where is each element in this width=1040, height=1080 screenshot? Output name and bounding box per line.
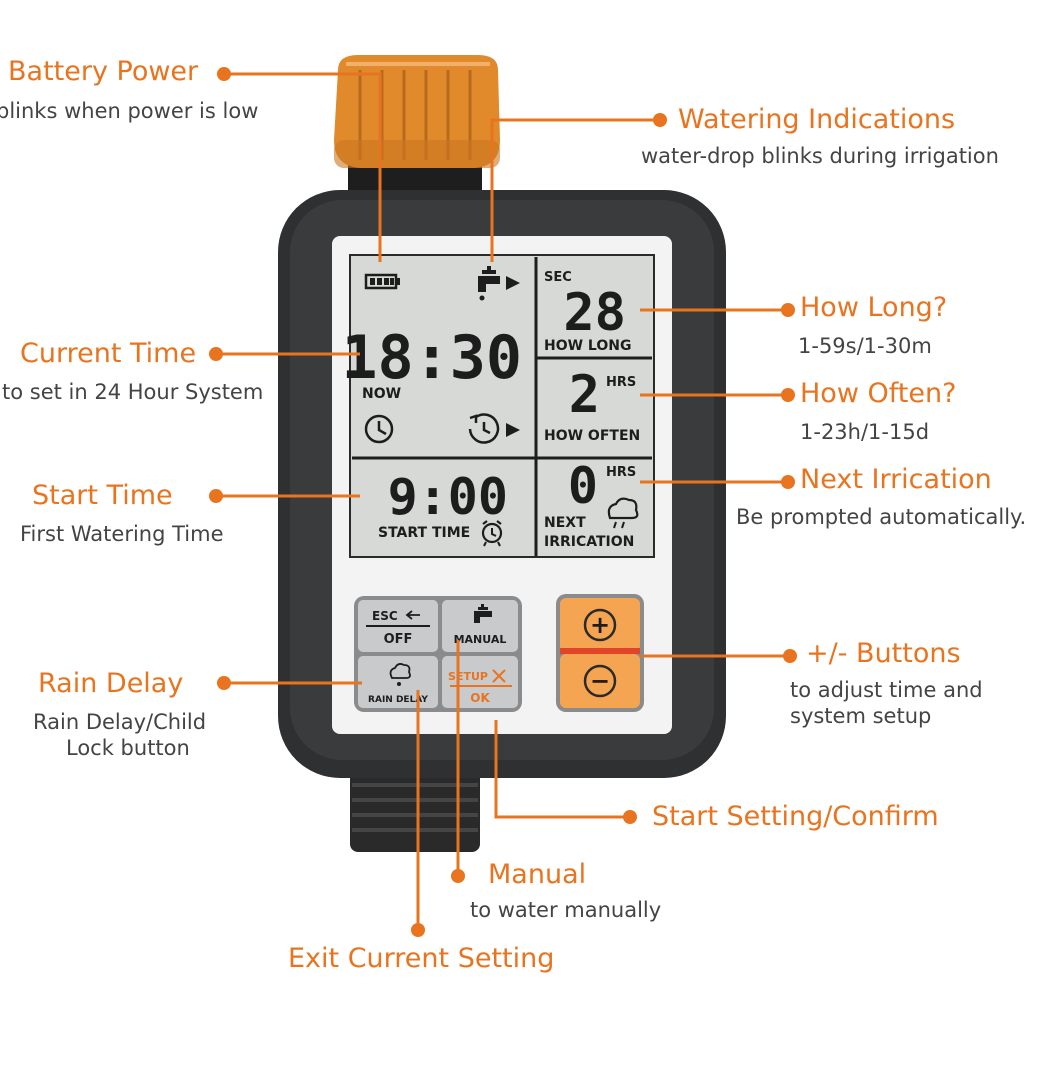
- next-irrigation-callout-desc: Be prompted automatically.: [736, 505, 1027, 529]
- start-setting-callout-title: Start Setting/Confirm: [652, 801, 939, 832]
- manual-callout-title: Manual: [488, 859, 587, 890]
- next-irrigation-value: 0: [568, 457, 598, 515]
- faucet-icon: [478, 266, 520, 301]
- esc-label: ESC: [372, 609, 398, 623]
- off-label: OFF: [384, 632, 413, 647]
- current-time-callout-desc: to set in 24 Hour System: [2, 380, 264, 404]
- how-long-callout-desc: 1-59s/1-30m: [798, 334, 932, 358]
- frequency-value: 2: [569, 365, 600, 425]
- next-irrigation-callout-title: Next Irrication: [800, 464, 992, 495]
- manual-callout-desc: to water manually: [470, 898, 662, 922]
- current-time-value: 18:30: [341, 323, 522, 393]
- start-time-callout-title: Start Time: [32, 480, 173, 511]
- watering-callout-title: Watering Indications: [678, 104, 956, 135]
- top-connector: [334, 55, 500, 200]
- alarm-clock-icon: [481, 520, 503, 547]
- plus-minus-callout-desc-1: to adjust time and: [790, 678, 983, 702]
- frequency-label: HOW OFTEN: [544, 428, 640, 444]
- plus-minus-callout-desc-2: system setup: [790, 704, 932, 728]
- exit-callout-title: Exit Current Setting: [288, 943, 555, 974]
- setup-ok-button[interactable]: SETUP OK: [442, 656, 518, 708]
- setup-label: SETUP: [448, 670, 488, 683]
- plus-minus-callout-title: +/- Buttons: [806, 638, 961, 669]
- plus-button[interactable]: +: [560, 598, 640, 652]
- frequency-unit: HRS: [606, 375, 636, 390]
- bottom-connector: [350, 770, 480, 852]
- plus-symbol: +: [590, 611, 610, 639]
- cycle-clock-icon: [468, 413, 520, 444]
- rain-delay-callout-title: Rain Delay: [38, 668, 184, 699]
- duration-unit: SEC: [544, 270, 572, 285]
- battery-icon: [364, 273, 400, 290]
- duration-label: HOW LONG: [544, 338, 631, 354]
- rain-cloud-icon: [607, 497, 639, 529]
- manual-faucet-icon: [474, 604, 492, 623]
- rain-delay-label: RAIN DELAY: [368, 695, 428, 705]
- callout-dots: [209, 67, 797, 937]
- watering-callout-desc: water-drop blinks during irrigation: [641, 144, 999, 168]
- how-often-callout-title: How Often?: [800, 378, 957, 409]
- esc-off-button[interactable]: ESC OFF: [358, 600, 438, 652]
- manual-label: MANUAL: [454, 633, 507, 646]
- wrench-icon: [492, 669, 506, 683]
- callout-lines: [216, 72, 790, 930]
- start-time-label: START TIME: [378, 525, 470, 541]
- how-long-callout-title: How Long?: [800, 292, 948, 323]
- ok-label: OK: [470, 691, 490, 705]
- start-time-callout-desc: First Watering Time: [20, 522, 224, 546]
- next-irrigation-unit: HRS: [606, 465, 636, 480]
- manual-button[interactable]: MANUAL: [442, 600, 518, 652]
- current-time-label: NOW: [362, 386, 401, 402]
- next-irrigation-label-1: NEXT: [544, 515, 586, 531]
- clock-icon: [364, 414, 394, 444]
- rain-delay-callout-desc-2: Lock button: [66, 736, 190, 760]
- battery-callout-title: Battery Power: [8, 56, 199, 87]
- minus-symbol: −: [590, 667, 610, 695]
- rain-delay-callout-desc-1: Rain Delay/Child: [33, 710, 207, 734]
- plus-circle-icon: [583, 608, 617, 642]
- back-arrow-icon: [405, 610, 420, 620]
- button-divider: [560, 648, 640, 654]
- minus-circle-icon: [583, 664, 617, 698]
- battery-callout-desc: blinks when power is low: [0, 99, 259, 123]
- start-time-value: 9:00: [388, 468, 508, 526]
- lcd-screen: [349, 254, 655, 558]
- rain-delay-button[interactable]: RAIN DELAY: [358, 656, 438, 708]
- current-time-callout-title: Current Time: [20, 338, 197, 369]
- next-irrigation-label-2: IRRICATION: [544, 534, 634, 550]
- duration-value: 28: [563, 283, 626, 343]
- how-often-callout-desc: 1-23h/1-15d: [800, 420, 930, 444]
- rain-delay-cloud-icon: [389, 663, 411, 679]
- minus-button[interactable]: −: [560, 654, 640, 708]
